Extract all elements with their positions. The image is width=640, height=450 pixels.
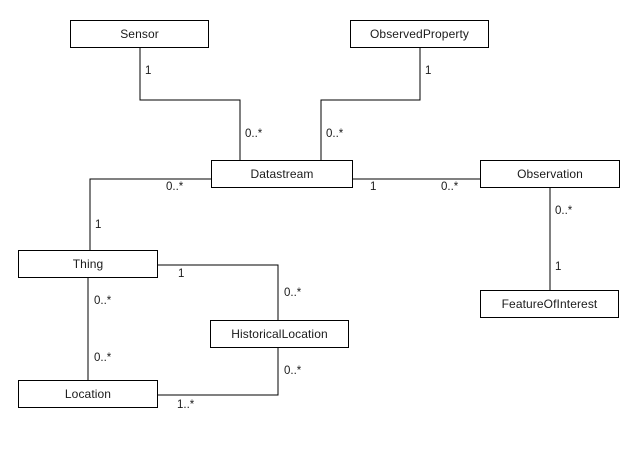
multiplicity-location-historicallocation-historicallocation-end: 0..* [284, 365, 302, 377]
multiplicity-observation-featureofinterest-featureofinterest-end: 1 [555, 261, 562, 273]
multiplicity-datastream-thing-thing-end: 1 [95, 219, 102, 231]
class-box-observedproperty[interactable]: ObservedProperty [350, 20, 489, 48]
multiplicity-thing-historicallocation-thing-end: 1 [178, 268, 185, 280]
class-name-label: ObservedProperty [370, 27, 469, 41]
multiplicity-datastream-observation-datastream-end: 1 [370, 181, 377, 193]
multiplicity-thing-location-location-end: 0..* [94, 352, 112, 364]
association-line-observedproperty-datastream [320, 48, 421, 160]
association-line-location-historicallocation [158, 348, 279, 396]
association-line-sensor-datastream [139, 48, 241, 160]
multiplicity-observation-featureofinterest-observation-end: 0..* [555, 205, 573, 217]
class-name-label: Thing [72, 257, 104, 271]
class-name-label: HistoricalLocation [231, 327, 328, 341]
class-box-historicallocation[interactable]: HistoricalLocation [210, 320, 349, 348]
class-box-observation[interactable]: Observation [480, 160, 620, 188]
association-line-datastream-thing [89, 178, 211, 250]
class-name-label: Datastream [250, 167, 314, 181]
class-box-sensor[interactable]: Sensor [70, 20, 209, 48]
class-name-label: Location [64, 387, 112, 401]
class-box-datastream[interactable]: Datastream [211, 160, 353, 188]
multiplicity-observedproperty-datastream-datastream-end: 0..* [326, 128, 344, 140]
association-line-thing-historicallocation [158, 264, 279, 320]
class-name-label: FeatureOfInterest [501, 297, 598, 311]
multiplicity-sensor-datastream-datastream-end: 0..* [245, 128, 263, 140]
multiplicity-observedproperty-datastream-observedproperty-end: 1 [425, 65, 432, 77]
multiplicity-location-historicallocation-location-end: 1..* [177, 399, 195, 411]
class-box-location[interactable]: Location [18, 380, 158, 408]
multiplicity-thing-location-thing-end: 0..* [94, 295, 112, 307]
multiplicity-datastream-thing-datastream-end: 0..* [166, 181, 184, 193]
class-name-label: Observation [517, 167, 583, 181]
class-box-featureofinterest[interactable]: FeatureOfInterest [480, 290, 619, 318]
class-name-label: Sensor [120, 27, 159, 41]
multiplicity-sensor-datastream-sensor-end: 1 [145, 65, 152, 77]
multiplicity-datastream-observation-observation-end: 0..* [441, 181, 459, 193]
multiplicity-thing-historicallocation-historicallocation-end: 0..* [284, 287, 302, 299]
class-box-thing[interactable]: Thing [18, 250, 158, 278]
